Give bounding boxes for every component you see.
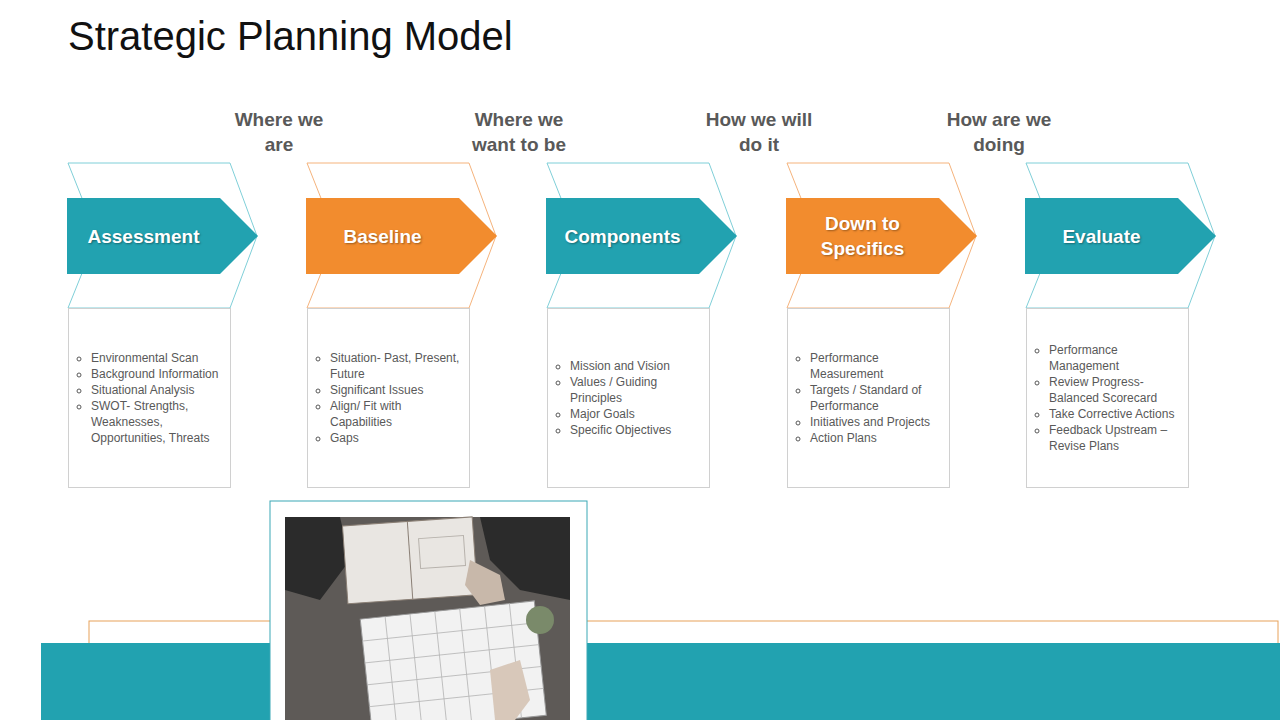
chevron-outlines [68,163,1215,308]
bullet-item: Initiatives and Projects [810,414,941,430]
bullet-box: Situation- Past, Present, FutureSignific… [307,308,470,488]
bullet-list: Situation- Past, Present, FutureSignific… [308,350,469,446]
bullet-item: Gaps [330,430,461,446]
bullet-item: Review Progress- Balanced Scorecard [1049,374,1180,406]
phase-question: How we will do it [703,107,815,157]
chevron-text-holder: Baseline [306,198,459,274]
chevron-step: Down to Specifics [786,198,977,274]
step-title: Evaluate [1062,224,1140,249]
photo-plant [526,606,554,634]
bullet-box: Performance ManagementReview Progress- B… [1026,308,1189,488]
phase-question: Where we are [223,107,335,157]
bullet-item: Performance Measurement [810,350,941,382]
bullet-box: Performance MeasurementTargets / Standar… [787,308,950,488]
bullet-item: SWOT- Strengths, Weaknesses, Opportuniti… [91,398,222,446]
slide-title: Strategic Planning Model [68,14,513,59]
photo-planner [342,517,477,604]
bullet-item: Specific Objectives [570,422,701,438]
chevron-text-holder: Evaluate [1025,198,1178,274]
photo-calendar-grid [360,601,546,720]
chevron-outline [68,163,257,308]
bullet-item: Feedback Upstream – Revise Plans [1049,422,1180,454]
bullet-list: Mission and VisionValues / Guiding Princ… [548,358,709,438]
bullet-list: Performance ManagementReview Progress- B… [1027,342,1188,454]
chevron-outline [307,163,496,308]
photo [270,501,587,720]
bullet-item: Performance Management [1049,342,1180,374]
chevron-fill [1025,198,1216,274]
bullet-box: Environmental ScanBackground Information… [68,308,231,488]
chevron-step: Baseline [306,198,497,274]
bullet-item: Background Information [91,366,222,382]
chevron-fill [546,198,737,274]
chevron-text-holder: Down to Specifics [786,198,939,274]
step-title: Components [564,224,680,249]
photo-sleeve [285,517,350,600]
bullet-item: Targets / Standard of Performance [810,382,941,414]
bullet-list: Environmental ScanBackground Information… [69,350,230,446]
bullet-item: Environmental Scan [91,350,222,366]
chevron-fill [306,198,497,274]
chevron-fill [786,198,977,274]
bullet-item: Mission and Vision [570,358,701,374]
bullet-item: Situational Analysis [91,382,222,398]
photo-calendar [360,601,546,720]
phase-question: How are we doing [943,107,1055,157]
chevron-outline [547,163,736,308]
bullet-item: Situation- Past, Present, Future [330,350,461,382]
chevron-step: Assessment [67,198,258,274]
chevron-outline [1026,163,1215,308]
chevron-step: Components [546,198,737,274]
photo-planner-spine [407,521,412,599]
chevron-text-holder: Assessment [67,198,220,274]
chevron-text-holder: Components [546,198,699,274]
bullet-item: Values / Guiding Principles [570,374,701,406]
bullet-item: Major Goals [570,406,701,422]
bullet-list: Performance MeasurementTargets / Standar… [788,350,949,446]
bullet-item: Take Corrective Actions [1049,406,1180,422]
bullet-item: Align/ Fit with Capabilities [330,398,461,430]
photo-planner-grid [419,536,466,569]
chevron-step: Evaluate [1025,198,1216,274]
step-title: Down to Specifics [786,211,939,261]
chevron-shape [786,198,977,274]
step-title: Assessment [88,224,200,249]
phase-question: Where we want to be [463,107,575,157]
bullet-item: Significant Issues [330,382,461,398]
chevron-outline [787,163,976,308]
photo-hand [465,560,505,605]
chevron-fill [67,198,258,274]
bullet-item: Action Plans [810,430,941,446]
teal-band [41,643,1280,720]
photo-hand [490,660,530,720]
bullet-box: Mission and VisionValues / Guiding Princ… [547,308,710,488]
step-title: Baseline [343,224,421,249]
